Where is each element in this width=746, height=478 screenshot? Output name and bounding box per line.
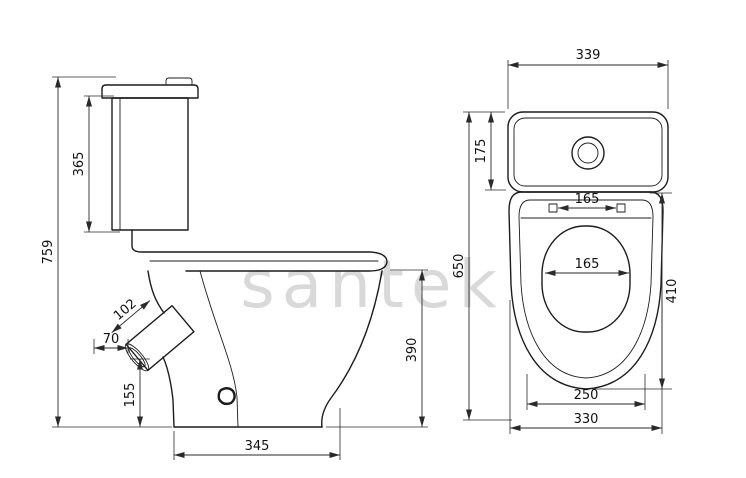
dim-label-base-width: 250 bbox=[574, 388, 599, 403]
dim-seat-length: 410 bbox=[592, 192, 680, 390]
dim-label-tank-height: 365 bbox=[72, 152, 87, 177]
dim-label-tank-depth: 175 bbox=[474, 139, 489, 164]
tank-top-outline bbox=[507, 111, 669, 193]
flush-button-inner bbox=[577, 142, 599, 164]
dim-label-bowl-inner-width: 165 bbox=[575, 257, 600, 272]
dim-bowl-width: 330 bbox=[509, 300, 663, 434]
watermark-text: santek bbox=[240, 246, 503, 323]
dim-label-bowl-width: 330 bbox=[574, 412, 599, 427]
dim-total-height: 759 bbox=[41, 76, 172, 428]
dim-label-total-height: 759 bbox=[41, 240, 56, 265]
dim-bowl-inner-width: 165 bbox=[545, 257, 629, 276]
hinge-bolt-right bbox=[616, 203, 626, 213]
dim-tank-height: 365 bbox=[72, 95, 120, 233]
top-view: 339 175 650 165 165 410 bbox=[452, 48, 680, 434]
dim-rim-height: 390 bbox=[326, 269, 428, 428]
dim-base-width: 250 bbox=[526, 374, 646, 410]
flush-lever bbox=[165, 77, 193, 86]
dim-label-tank-width: 339 bbox=[576, 48, 601, 63]
outlet-pipe-body bbox=[125, 304, 195, 372]
seat-lid-profile bbox=[131, 229, 388, 272]
dim-label-outlet-diameter: 102 bbox=[111, 296, 140, 323]
dim-base-depth: 345 bbox=[173, 408, 341, 460]
dim-label-total-depth: 650 bbox=[452, 254, 467, 279]
seat-top-outline bbox=[518, 199, 654, 379]
dim-outlet-offset: 70 bbox=[93, 332, 129, 354]
dim-label-base-depth: 345 bbox=[245, 439, 270, 454]
flush-button-outer bbox=[571, 136, 605, 170]
outlet-pipe-opening-inner bbox=[128, 347, 146, 368]
dim-outlet-height: 155 bbox=[123, 358, 150, 427]
dim-line bbox=[111, 300, 151, 334]
outlet-pipe bbox=[124, 304, 195, 372]
tank-top-inner bbox=[513, 117, 663, 187]
dim-hinge-spacing: 165 bbox=[558, 192, 616, 211]
dim-label-outlet-height: 155 bbox=[123, 383, 138, 408]
dim-outlet-diameter: 102 bbox=[111, 296, 151, 334]
dim-tank-width: 339 bbox=[507, 48, 669, 109]
dim-label-rim-height: 390 bbox=[405, 338, 420, 363]
pedestal-front-curve bbox=[199, 270, 239, 428]
bowl-outline-left-upper bbox=[147, 270, 165, 314]
pedestal-fixing-hole bbox=[217, 387, 236, 406]
bowl-outline-right bbox=[321, 270, 383, 428]
dim-label-hinge-spacing: 165 bbox=[575, 192, 600, 207]
dim-label-seat-length: 410 bbox=[665, 279, 680, 304]
side-view: 759 365 102 70 155 390 bbox=[41, 76, 428, 460]
bowl-top-outline bbox=[508, 191, 664, 390]
bowl-inner-outline bbox=[541, 225, 631, 333]
dim-label-outlet-offset: 70 bbox=[103, 332, 120, 347]
tank-lid bbox=[101, 84, 199, 99]
tank-body bbox=[111, 97, 189, 231]
pedestal-left-edge bbox=[162, 356, 175, 428]
hinge-bolt-left bbox=[548, 203, 558, 213]
outlet-pipe-opening-outer bbox=[124, 343, 150, 372]
dim-tank-depth: 175 bbox=[463, 111, 506, 191]
dim-total-depth: 650 bbox=[452, 112, 512, 421]
